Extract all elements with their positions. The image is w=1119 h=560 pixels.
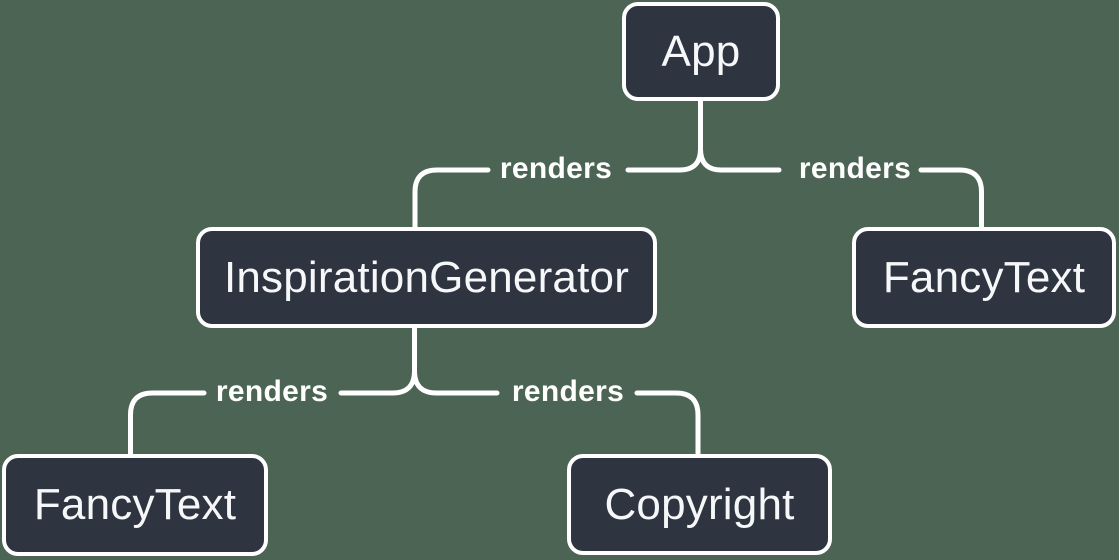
connector-inspirationgenerator-to-copyright-drop: [634, 390, 701, 457]
connector-inspirationgenerator-to-fancytext-drop: [128, 390, 207, 457]
node-fancy-text-top-label: FancyText: [882, 252, 1086, 302]
node-app-label: App: [661, 26, 741, 76]
connector-inspirationgenerator-to-copyright-stem: [412, 325, 500, 396]
node-copyright: Copyright: [567, 454, 832, 555]
edge-label-inspirationgenerator-copyright: renders: [511, 375, 625, 408]
edge-label-inspirationgenerator-fancytext: renders: [215, 375, 329, 408]
node-fancy-text-bottom: FancyText: [2, 454, 268, 556]
edge-label-app-fancytext: renders: [798, 152, 912, 185]
connector-app-to-fancytext-stem: [698, 97, 782, 173]
connector-app-to-inspirationgenerator-stem: [625, 97, 703, 173]
connector-inspirationgenerator-to-fancytext-stem: [338, 325, 417, 396]
connector-app-to-fancytext-drop: [918, 167, 984, 230]
node-copyright-label: Copyright: [604, 479, 795, 529]
connector-app-to-inspirationgenerator-drop: [412, 167, 491, 230]
node-fancy-text-top: FancyText: [852, 227, 1116, 328]
node-app: App: [622, 2, 780, 101]
edge-label-app-inspirationgenerator: renders: [499, 152, 613, 185]
node-fancy-text-bottom-label: FancyText: [33, 480, 237, 529]
node-inspiration-generator: InspirationGenerator: [196, 227, 657, 328]
node-inspiration-generator-label: InspirationGenerator: [223, 252, 630, 302]
